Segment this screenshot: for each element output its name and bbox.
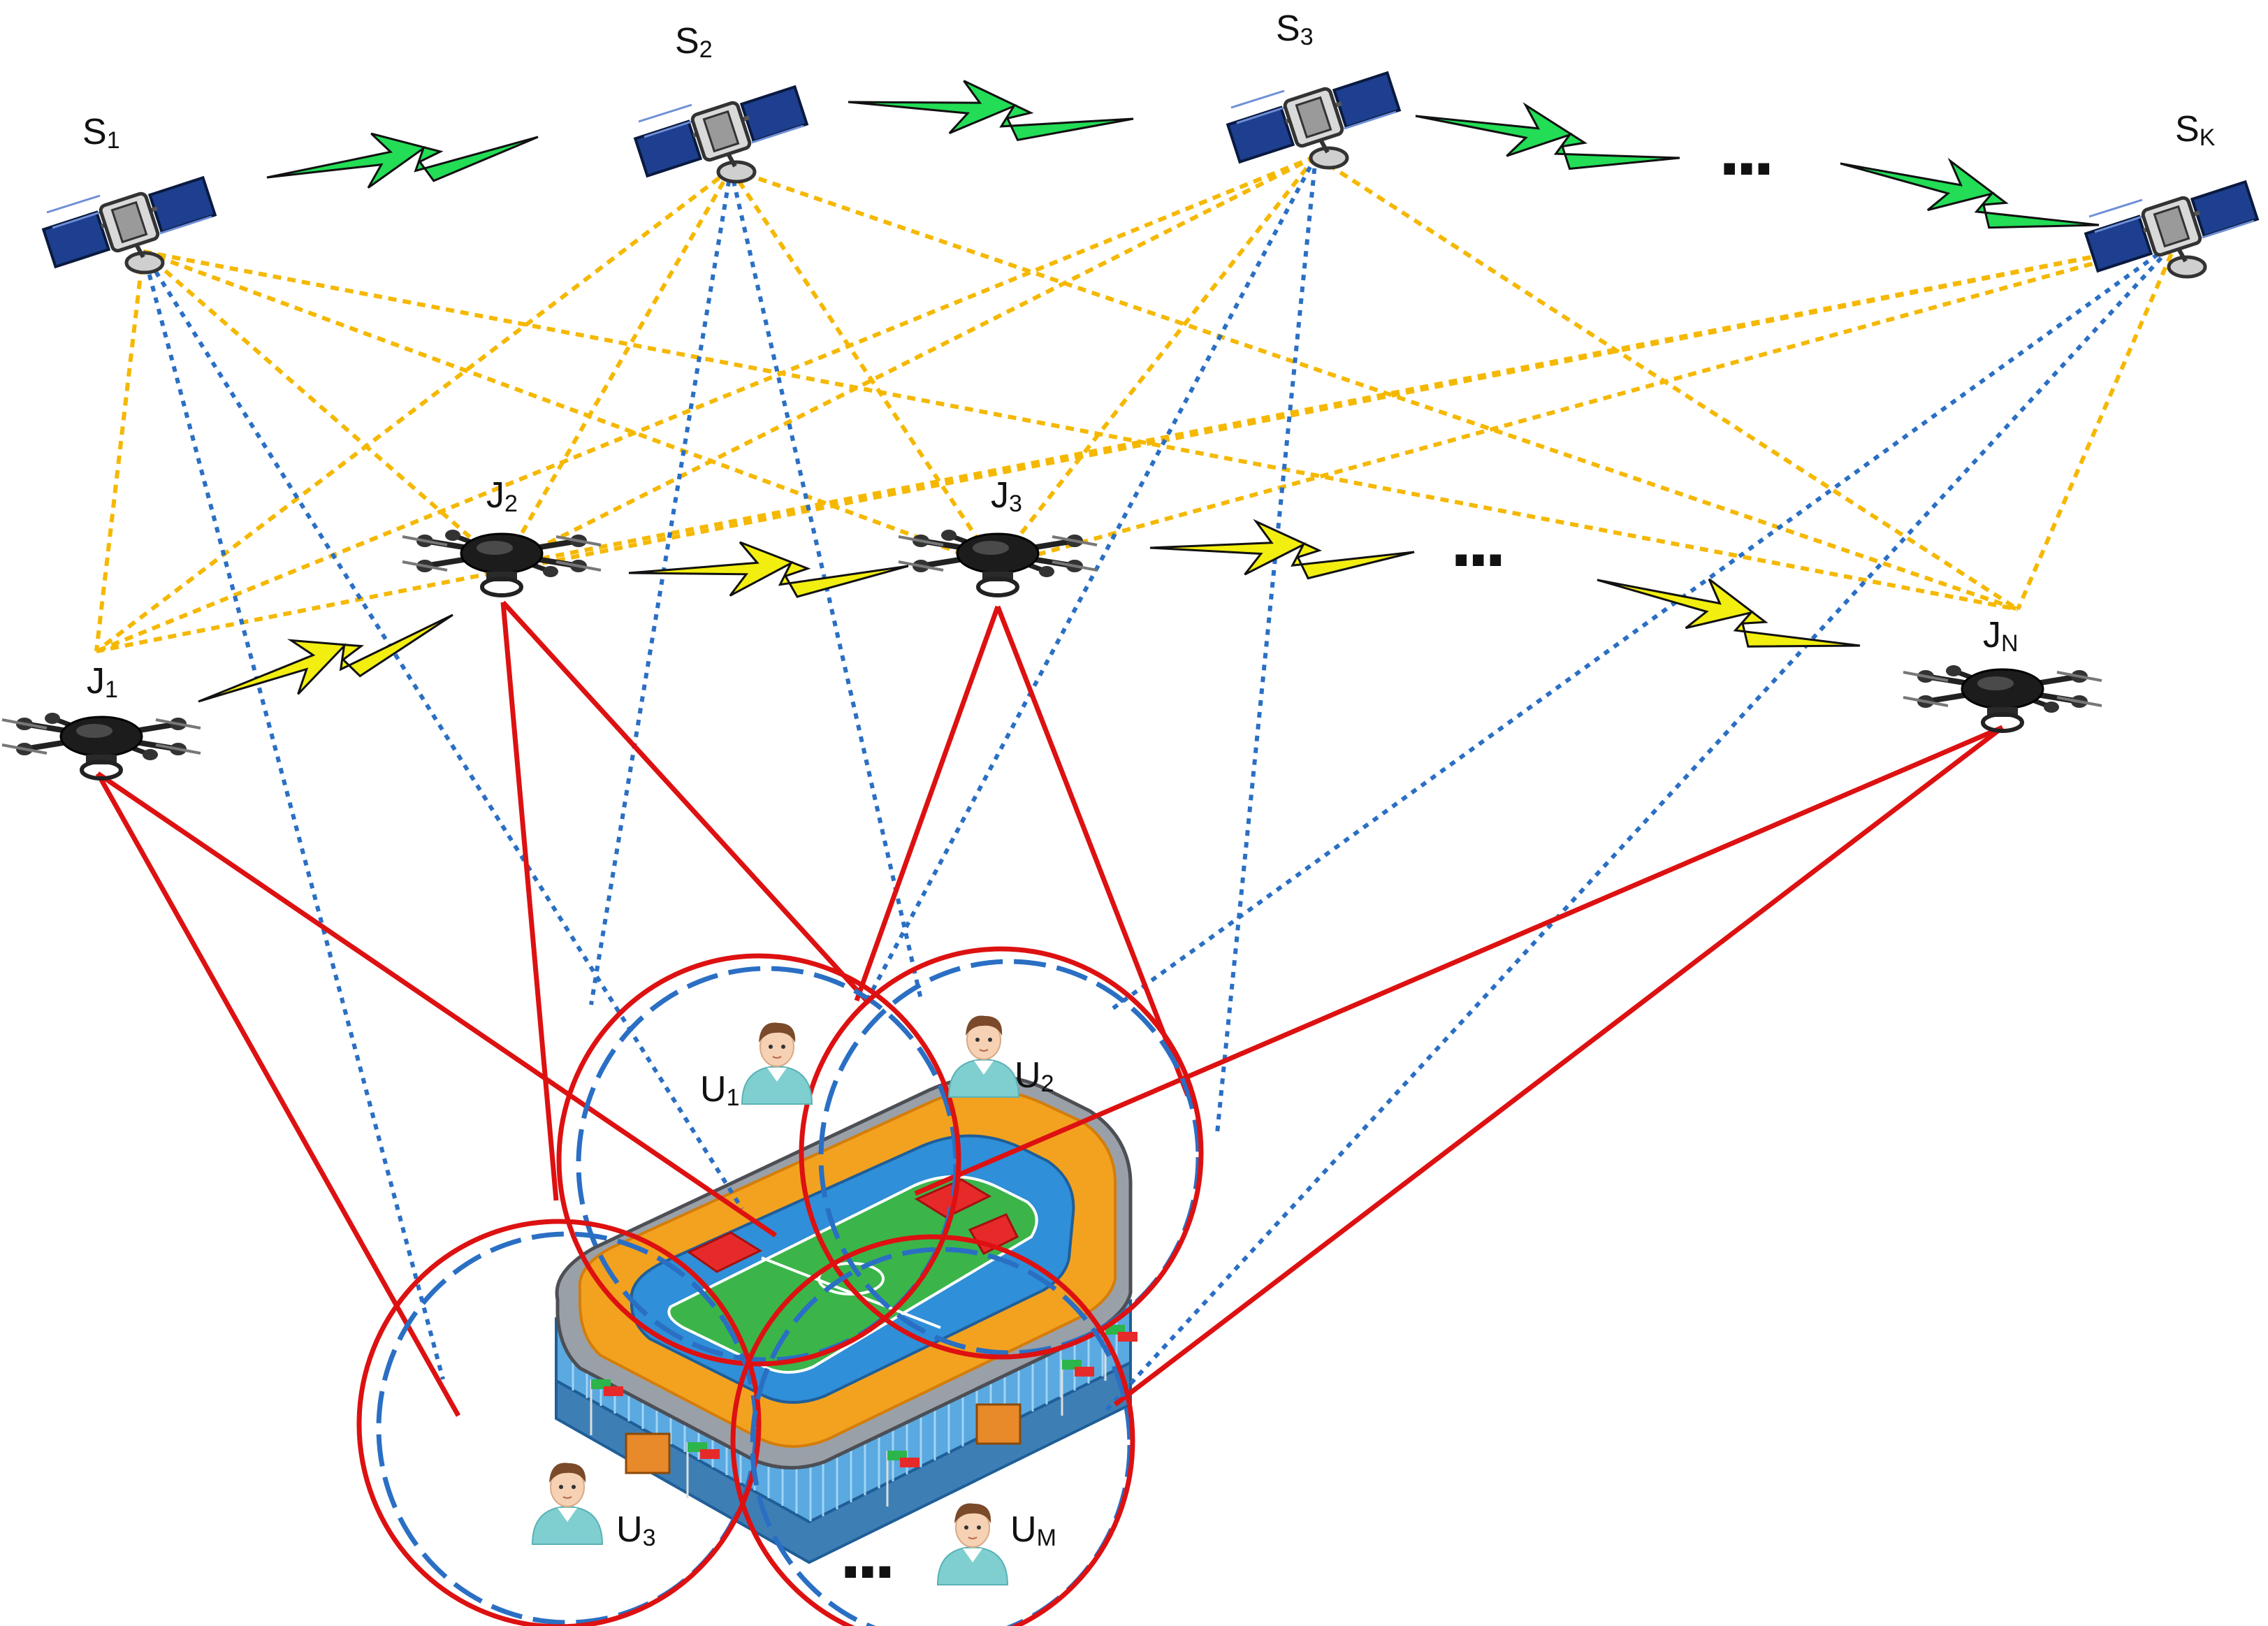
- labels: S1 S2 S3 SK J1 J2 J3 JN U1 U2 U3 UM ... …: [82, 8, 2216, 1595]
- uav-user-link: [854, 605, 1001, 1002]
- satellite-uav-link: [994, 155, 1318, 567]
- uav-coverage-u2: [799, 946, 1204, 1360]
- uav-coverage-um: [730, 1234, 1135, 1626]
- user-label-u2: U2: [1015, 1055, 1054, 1097]
- uav-label-j1: J1: [87, 661, 118, 703]
- satellite-label-sk: SK: [2175, 109, 2216, 151]
- uav-user-link: [96, 771, 777, 1237]
- satellite-label-s1: S1: [82, 112, 120, 154]
- inter-satellite-link-s2-s3: [848, 80, 1134, 141]
- links: [94, 154, 2179, 1417]
- satellite-user-link: [866, 155, 1318, 1001]
- satellite-label-s2: S2: [675, 21, 713, 63]
- user-label-u1: U1: [700, 1069, 739, 1111]
- inter-uav-link-j3-dots: [1149, 518, 1415, 580]
- uav-icon-jn: [1903, 665, 2102, 731]
- satellite-uav-link: [95, 167, 732, 653]
- satellite-uav-link: [94, 251, 145, 652]
- satellite-coverage-u3: [376, 1231, 759, 1625]
- uav-icon-j1: [2, 713, 201, 778]
- uav-user-link: [501, 600, 871, 1006]
- satellite-coverage-um: [750, 1247, 1133, 1626]
- satellite-uav-link: [143, 249, 2019, 611]
- user-label-um: UM: [1010, 1509, 1056, 1551]
- satellite-uav-link: [995, 238, 2178, 568]
- coverage-areas: [356, 946, 1204, 1626]
- uav-ellipsis: ...: [1451, 497, 1502, 583]
- uav-user-link: [500, 602, 559, 1201]
- satellite-uav-link: [502, 154, 1317, 568]
- satellite-label-s3: S3: [1276, 8, 1314, 50]
- satellite-uav-link: [142, 249, 504, 568]
- user-icon-u3: [532, 1462, 603, 1545]
- uav-label-j2: J2: [486, 475, 518, 517]
- uav-user-link: [995, 605, 1191, 1097]
- uav-user-link: [914, 725, 2004, 1196]
- inter-node-links: [198, 80, 2100, 703]
- satellite-user-link: [141, 251, 445, 1380]
- satellite-icon-sk: [2086, 182, 2258, 277]
- satellite-user-link: [589, 168, 733, 1006]
- satellite-user-link: [1100, 238, 2179, 1416]
- uav-label-j3: J3: [991, 475, 1022, 517]
- user-icon-u1: [741, 1022, 813, 1105]
- satellite-coverage-u1: [576, 966, 959, 1363]
- satellite-icon-s3: [1228, 73, 1400, 168]
- satellite-uav-link: [142, 249, 997, 568]
- inter-uav-link-j1-j2: [198, 614, 453, 703]
- uav-coverage-u1: [556, 953, 961, 1367]
- user-icon-um: [937, 1502, 1008, 1585]
- satellite-uav-link: [729, 168, 998, 567]
- user-icon-u2: [948, 1015, 1019, 1098]
- user-label-u3: U3: [616, 1509, 655, 1551]
- inter-satellite-link-dots-sk: [1840, 157, 2100, 229]
- inter-satellite-link-s1-s2: [266, 132, 539, 189]
- satellite-user-link: [1215, 156, 1318, 1134]
- satellite-ellipsis: ...: [1719, 106, 1771, 191]
- uav-user-link: [95, 772, 461, 1417]
- uav-coverage-u3: [356, 1219, 762, 1626]
- satellite-coverage-u2: [818, 959, 1201, 1356]
- satellite-user-link: [141, 250, 744, 1210]
- satellite-uav-link: [730, 167, 2019, 611]
- inter-satellite-link-s3-dots: [1415, 102, 1680, 170]
- user-ellipsis: ...: [840, 1509, 892, 1595]
- uav-user-link: [1113, 725, 2005, 1407]
- inter-uav-link-j2-j3: [628, 541, 909, 598]
- satellite-uav-link: [2016, 239, 2179, 611]
- uav-label-jn: JN: [1983, 615, 2019, 657]
- stadium-icon: [555, 1074, 1137, 1565]
- satellite-uav-link: [502, 238, 2178, 568]
- uav-icon-j3: [899, 530, 1097, 595]
- satellite-uav-link: [95, 154, 1317, 653]
- inter-uav-link-dots-jn: [1597, 578, 1861, 648]
- satellite-uav-link: [501, 168, 733, 567]
- satellite-icon-s2: [635, 87, 807, 182]
- satellite-user-link: [1107, 238, 2179, 1014]
